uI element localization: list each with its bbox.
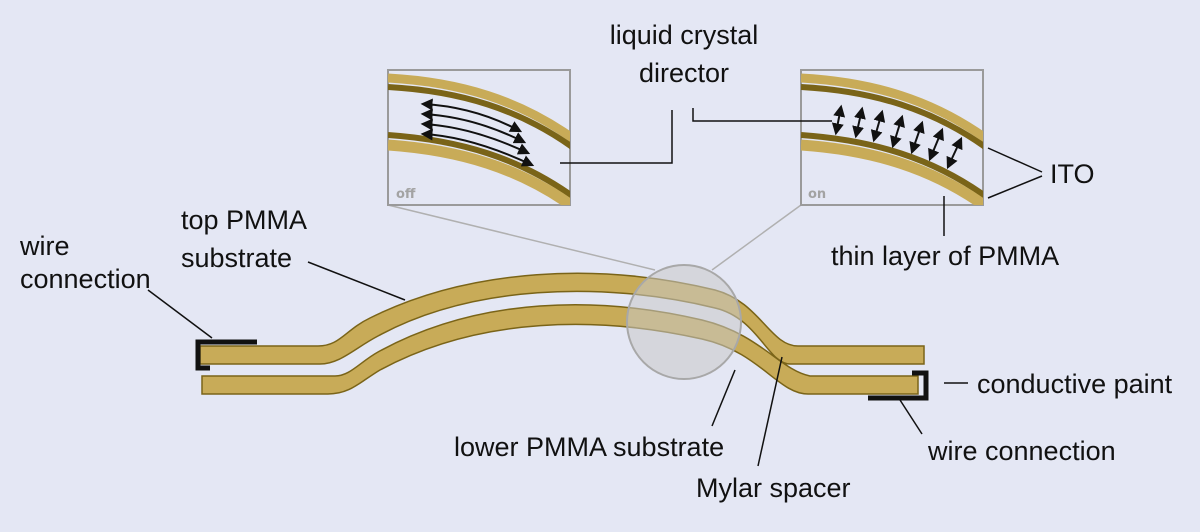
director-arrow-on xyxy=(831,104,846,136)
lower-pmma-substrate xyxy=(201,304,919,395)
inset-off: off xyxy=(387,69,571,206)
director-arrow-off xyxy=(420,128,535,167)
zoom-line-off xyxy=(387,204,656,271)
wire-tab-left xyxy=(195,339,257,371)
leader-lower-substrate xyxy=(711,369,736,427)
leader-mylar xyxy=(757,356,783,467)
label-mylar: Mylar spacer xyxy=(696,473,851,503)
label-lower-substrate: lower PMMA substrate xyxy=(454,432,724,462)
leader-ito-top xyxy=(987,147,1043,173)
wire-tab-right xyxy=(868,370,929,401)
leader-director-off xyxy=(560,110,673,164)
director-arrow-on xyxy=(909,120,925,155)
label-lc-director-2: director xyxy=(639,58,729,88)
label-top-substrate-1: top PMMA xyxy=(181,205,307,235)
leader-top-substrate xyxy=(307,261,406,301)
inset-off-tag: off xyxy=(396,187,416,202)
label-conductive-paint: conductive paint xyxy=(977,369,1173,399)
director-arrow-on xyxy=(890,114,905,149)
director-arrow-on xyxy=(852,106,866,139)
label-wire-left-2: connection xyxy=(20,264,151,294)
leader-lines xyxy=(147,108,1043,467)
director-arrow-on xyxy=(870,109,886,143)
magnifier-circle xyxy=(626,264,742,380)
zoom-line-on xyxy=(711,204,802,271)
label-thin-layer: thin layer of PMMA xyxy=(831,241,1059,271)
leader-ito-bottom xyxy=(987,175,1043,199)
top-pmma-substrate xyxy=(199,272,925,365)
director-arrow-on xyxy=(946,136,963,170)
leader-director-on xyxy=(692,108,832,122)
label-wire-left-1: wire xyxy=(19,231,70,261)
label-ito: ITO xyxy=(1050,159,1095,189)
inset-on-tag: on xyxy=(808,187,826,202)
inset-on: on xyxy=(800,69,984,206)
label-wire-right: wire connection xyxy=(927,436,1116,466)
director-arrow-on xyxy=(928,127,944,162)
label-top-substrate-2: substrate xyxy=(181,243,292,273)
leader-wire-right xyxy=(899,399,923,435)
leader-wire-left xyxy=(147,289,213,339)
label-lc-director-1: liquid crystal xyxy=(610,20,759,50)
